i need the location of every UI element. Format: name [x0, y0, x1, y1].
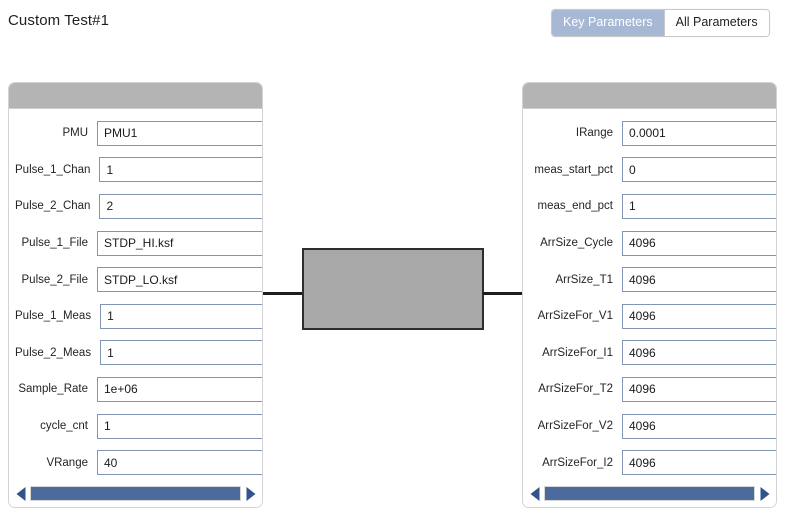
tab-all-parameters[interactable]: All Parameters — [663, 10, 769, 36]
field-row-pulse-2-meas: Pulse_2_Meas — [15, 335, 262, 372]
field-row-pulse-2-chan: Pulse_2_Chan — [15, 188, 262, 225]
field-row-pmu: PMU — [15, 115, 262, 152]
label-arrsizefor-v2: ArrSizeFor_V2 — [537, 420, 613, 433]
label-arrsize-cycle: ArrSize_Cycle — [540, 237, 613, 250]
field-row-arrsizefor-v2: ArrSizeFor_V2 — [529, 408, 776, 445]
triangle-left-icon[interactable] — [528, 486, 541, 502]
input-arrsizefor-i2[interactable] — [622, 450, 776, 476]
left-panel-horizontal-scrollbar[interactable] — [9, 485, 262, 507]
input-arrsizefor-t2[interactable] — [622, 376, 776, 402]
label-pulse-1-file: Pulse_1_File — [21, 237, 88, 250]
right-connector-line — [483, 292, 522, 295]
field-row-arrsizefor-v1: ArrSizeFor_V1 — [529, 298, 776, 335]
label-arrsizefor-t2: ArrSizeFor_T2 — [538, 383, 613, 396]
field-row-arrsizefor-t2: ArrSizeFor_T2 — [529, 371, 776, 408]
right-scroll-thumb[interactable] — [545, 487, 754, 500]
left-parameter-panel: PMU Pulse_1_Chan Pulse_2_Chan Pulse_1_Fi… — [8, 82, 263, 508]
field-row-sample-rate: Sample_Rate — [15, 371, 262, 408]
device-under-test-block[interactable] — [302, 248, 484, 330]
input-cycle-cnt[interactable] — [97, 413, 262, 439]
label-arrsizefor-i2: ArrSizeFor_I2 — [542, 456, 613, 469]
label-pmu: PMU — [62, 127, 88, 140]
input-pulse-2-meas[interactable] — [100, 340, 262, 366]
triangle-right-icon[interactable] — [758, 486, 771, 502]
field-row-pulse-2-file: Pulse_2_File — [15, 261, 262, 298]
label-arrsize-t1: ArrSize_T1 — [555, 273, 613, 286]
field-row-meas-end-pct: meas_end_pct — [529, 188, 776, 225]
field-row-pulse-1-meas: Pulse_1_Meas — [15, 298, 262, 335]
input-arrsize-cycle[interactable] — [622, 230, 776, 256]
right-scroll-track[interactable] — [544, 486, 755, 501]
label-irange: IRange — [575, 127, 613, 140]
label-cycle-cnt: cycle_cnt — [40, 420, 88, 433]
input-pmu[interactable] — [97, 120, 262, 146]
field-row-pulse-1-file: Pulse_1_File — [15, 225, 262, 262]
label-meas-end-pct: meas_end_pct — [537, 200, 613, 213]
field-row-irange: IRange — [529, 115, 776, 152]
input-meas-end-pct[interactable] — [622, 193, 776, 219]
field-row-vrange: VRange — [15, 444, 262, 481]
triangle-right-icon[interactable] — [244, 486, 257, 502]
input-vrange[interactable] — [97, 450, 262, 476]
label-sample-rate: Sample_Rate — [18, 383, 88, 396]
input-pulse-2-file[interactable] — [97, 267, 262, 293]
field-row-arrsizefor-i2: ArrSizeFor_I2 — [529, 444, 776, 481]
input-pulse-1-file[interactable] — [97, 230, 262, 256]
right-panel-fields: IRange meas_start_pct meas_end_pct ArrSi… — [523, 109, 776, 485]
parameter-view-toggle[interactable]: Key Parameters All Parameters — [551, 9, 770, 37]
tab-key-parameters[interactable]: Key Parameters — [552, 10, 664, 36]
label-meas-start-pct: meas_start_pct — [534, 163, 613, 176]
left-panel-fields: PMU Pulse_1_Chan Pulse_2_Chan Pulse_1_Fi… — [9, 109, 262, 485]
field-row-arrsize-t1: ArrSize_T1 — [529, 261, 776, 298]
label-vrange: VRange — [46, 456, 88, 469]
field-row-arrsize-cycle: ArrSize_Cycle — [529, 225, 776, 262]
label-pulse-2-chan: Pulse_2_Chan — [15, 200, 91, 213]
triangle-left-icon[interactable] — [14, 486, 27, 502]
right-parameter-panel: IRange meas_start_pct meas_end_pct ArrSi… — [522, 82, 777, 508]
field-row-cycle-cnt: cycle_cnt — [15, 408, 262, 445]
label-pulse-1-meas: Pulse_1_Meas — [15, 310, 92, 323]
right-panel-header-bar — [523, 83, 776, 109]
left-scroll-track[interactable] — [30, 486, 241, 501]
input-irange[interactable] — [622, 120, 776, 146]
label-pulse-2-file: Pulse_2_File — [21, 273, 88, 286]
device-diagram — [263, 240, 522, 350]
input-pulse-1-meas[interactable] — [100, 303, 262, 329]
label-arrsizefor-i1: ArrSizeFor_I1 — [542, 346, 613, 359]
left-connector-line — [263, 292, 304, 295]
input-arrsize-t1[interactable] — [622, 267, 776, 293]
field-row-meas-start-pct: meas_start_pct — [529, 152, 776, 189]
input-pulse-2-chan[interactable] — [99, 193, 262, 219]
label-arrsizefor-v1: ArrSizeFor_V1 — [537, 310, 613, 323]
page-title: Custom Test#1 — [8, 12, 110, 29]
input-arrsizefor-i1[interactable] — [622, 340, 776, 366]
left-scroll-thumb[interactable] — [31, 487, 240, 500]
label-pulse-2-meas: Pulse_2_Meas — [15, 346, 92, 359]
input-pulse-1-chan[interactable] — [99, 157, 262, 183]
left-panel-header-bar — [9, 83, 262, 109]
input-meas-start-pct[interactable] — [622, 157, 776, 183]
label-pulse-1-chan: Pulse_1_Chan — [15, 163, 91, 176]
input-sample-rate[interactable] — [97, 376, 262, 402]
field-row-pulse-1-chan: Pulse_1_Chan — [15, 152, 262, 189]
right-panel-horizontal-scrollbar[interactable] — [523, 485, 776, 507]
input-arrsizefor-v2[interactable] — [622, 413, 776, 439]
input-arrsizefor-v1[interactable] — [622, 303, 776, 329]
field-row-arrsizefor-i1: ArrSizeFor_I1 — [529, 335, 776, 372]
